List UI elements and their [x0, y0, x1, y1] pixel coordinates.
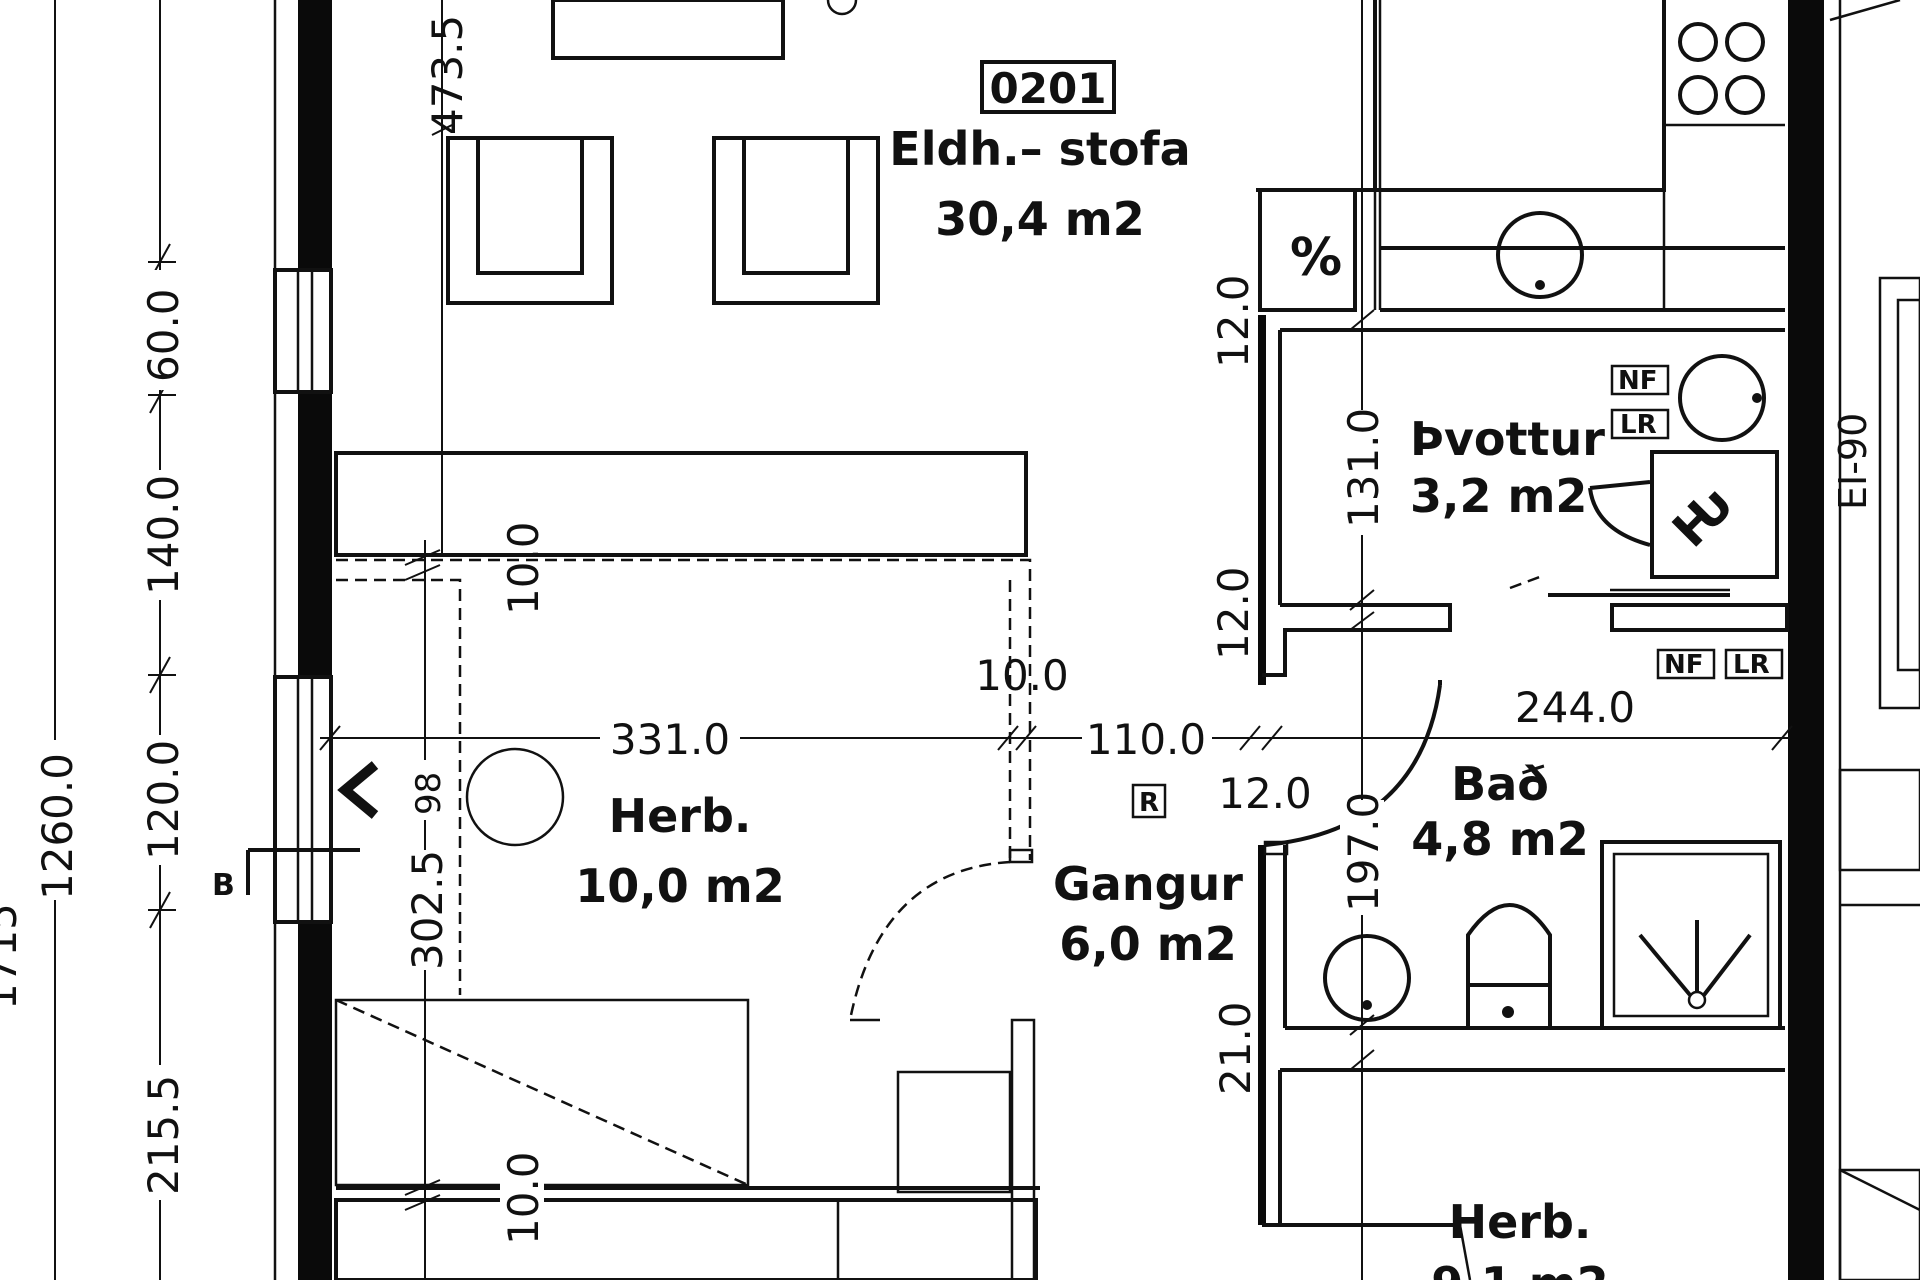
laundry-name: Þvottur — [1410, 412, 1605, 466]
dim-wall-10-a: 10.0 — [499, 521, 548, 615]
hallway-tag-r: R — [1139, 788, 1159, 818]
fire-rating-label: EI-90 — [1831, 413, 1875, 510]
sink-icon — [1496, 211, 1584, 299]
kitchen-counter — [1256, 0, 1785, 312]
dryer-icon — [1678, 354, 1766, 442]
dim-bath-depth: 197.0 — [1339, 792, 1388, 912]
dim-wall-10-c: 10.0 — [499, 1151, 548, 1245]
dim-wall-21: 21.0 — [1211, 1001, 1260, 1095]
dim-bedroom-depth: 302.5 — [403, 850, 452, 970]
bedroom-room — [334, 451, 1040, 1280]
dim-laundry-depth: 131.0 — [1339, 408, 1388, 528]
dim-left-140: 140.0 — [139, 475, 188, 595]
svg-text:Ƕ: Ƕ — [1662, 475, 1745, 558]
dim-bath-width: 244.0 — [1515, 683, 1635, 732]
laundry-tag-nf: NF — [1618, 366, 1658, 396]
section-tag-b: B — [212, 868, 235, 903]
bedroom-lower-name: Herb. — [1449, 1195, 1592, 1249]
bedroom-area: 10,0 m2 — [575, 859, 784, 913]
dim-wall-12-c: 12.0 — [1218, 769, 1312, 818]
kitchen-living-area: 30,4 m2 — [935, 192, 1144, 246]
dim-wall-12-a: 12.0 — [1209, 274, 1258, 368]
dim-wall-12-b: 12.0 — [1209, 566, 1258, 660]
radiator-tag-box — [1131, 783, 1167, 819]
stove-icon — [1678, 22, 1765, 115]
dim-kitchen-depth: 473.5 — [423, 15, 472, 135]
dim-total-height: 1260.0 — [33, 753, 82, 900]
kitchen-living-room — [431, 0, 880, 555]
exit-arrow-icon — [337, 761, 379, 819]
dim-hall-width: 110.0 — [1086, 715, 1206, 764]
bathroom-sink-icon — [1323, 934, 1411, 1022]
horizontal-dimension-line — [319, 725, 1793, 751]
bedroom-lower-area: 9,1 m2 — [1431, 1257, 1608, 1280]
bathroom-name: Bað — [1451, 757, 1549, 811]
bath-tag-nf: NF — [1664, 650, 1704, 680]
toilet-icon — [1466, 903, 1552, 1030]
dim-left-215-5: 215.5 — [139, 1075, 188, 1195]
dishwasher-percent-icon: % — [1290, 228, 1342, 288]
kitchen-living-name: Eldh.– stofa — [889, 122, 1190, 176]
dim-left-60: 60.0 — [139, 288, 188, 382]
armchair — [712, 136, 880, 305]
exterior-wall-left — [273, 0, 333, 1280]
laundry-tag-lr: LR — [1620, 410, 1657, 440]
dim-bedroom-width: 331.0 — [610, 715, 730, 764]
unit-number-box — [980, 60, 1116, 114]
dim-bedroom-small: 98 — [409, 772, 449, 815]
bedroom-name: Herb. — [609, 789, 752, 843]
section-marker-b — [246, 848, 360, 895]
bathroom-area: 4,8 m2 — [1411, 812, 1588, 866]
bedroom-door — [848, 860, 1011, 1022]
bath-tag-lr: LR — [1733, 650, 1770, 680]
laundry-area: 3,2 m2 — [1410, 469, 1587, 523]
laundry-room — [1258, 315, 1789, 685]
bathroom-door — [1264, 680, 1442, 847]
shower-icon — [1600, 840, 1782, 1030]
dim-partial-left: 1715 — [0, 903, 26, 1010]
armchair — [446, 136, 614, 305]
dim-wall-10-b: 10.0 — [975, 651, 1069, 700]
exterior-wall-right — [1788, 0, 1920, 1280]
washing-machine-icon: Ƕ — [1588, 450, 1779, 579]
hallway-name: Gangur — [1053, 857, 1243, 911]
unit-number: 0201 — [990, 64, 1107, 113]
dim-left-120: 120.0 — [139, 740, 188, 860]
hallway-area: 6,0 m2 — [1059, 917, 1236, 971]
